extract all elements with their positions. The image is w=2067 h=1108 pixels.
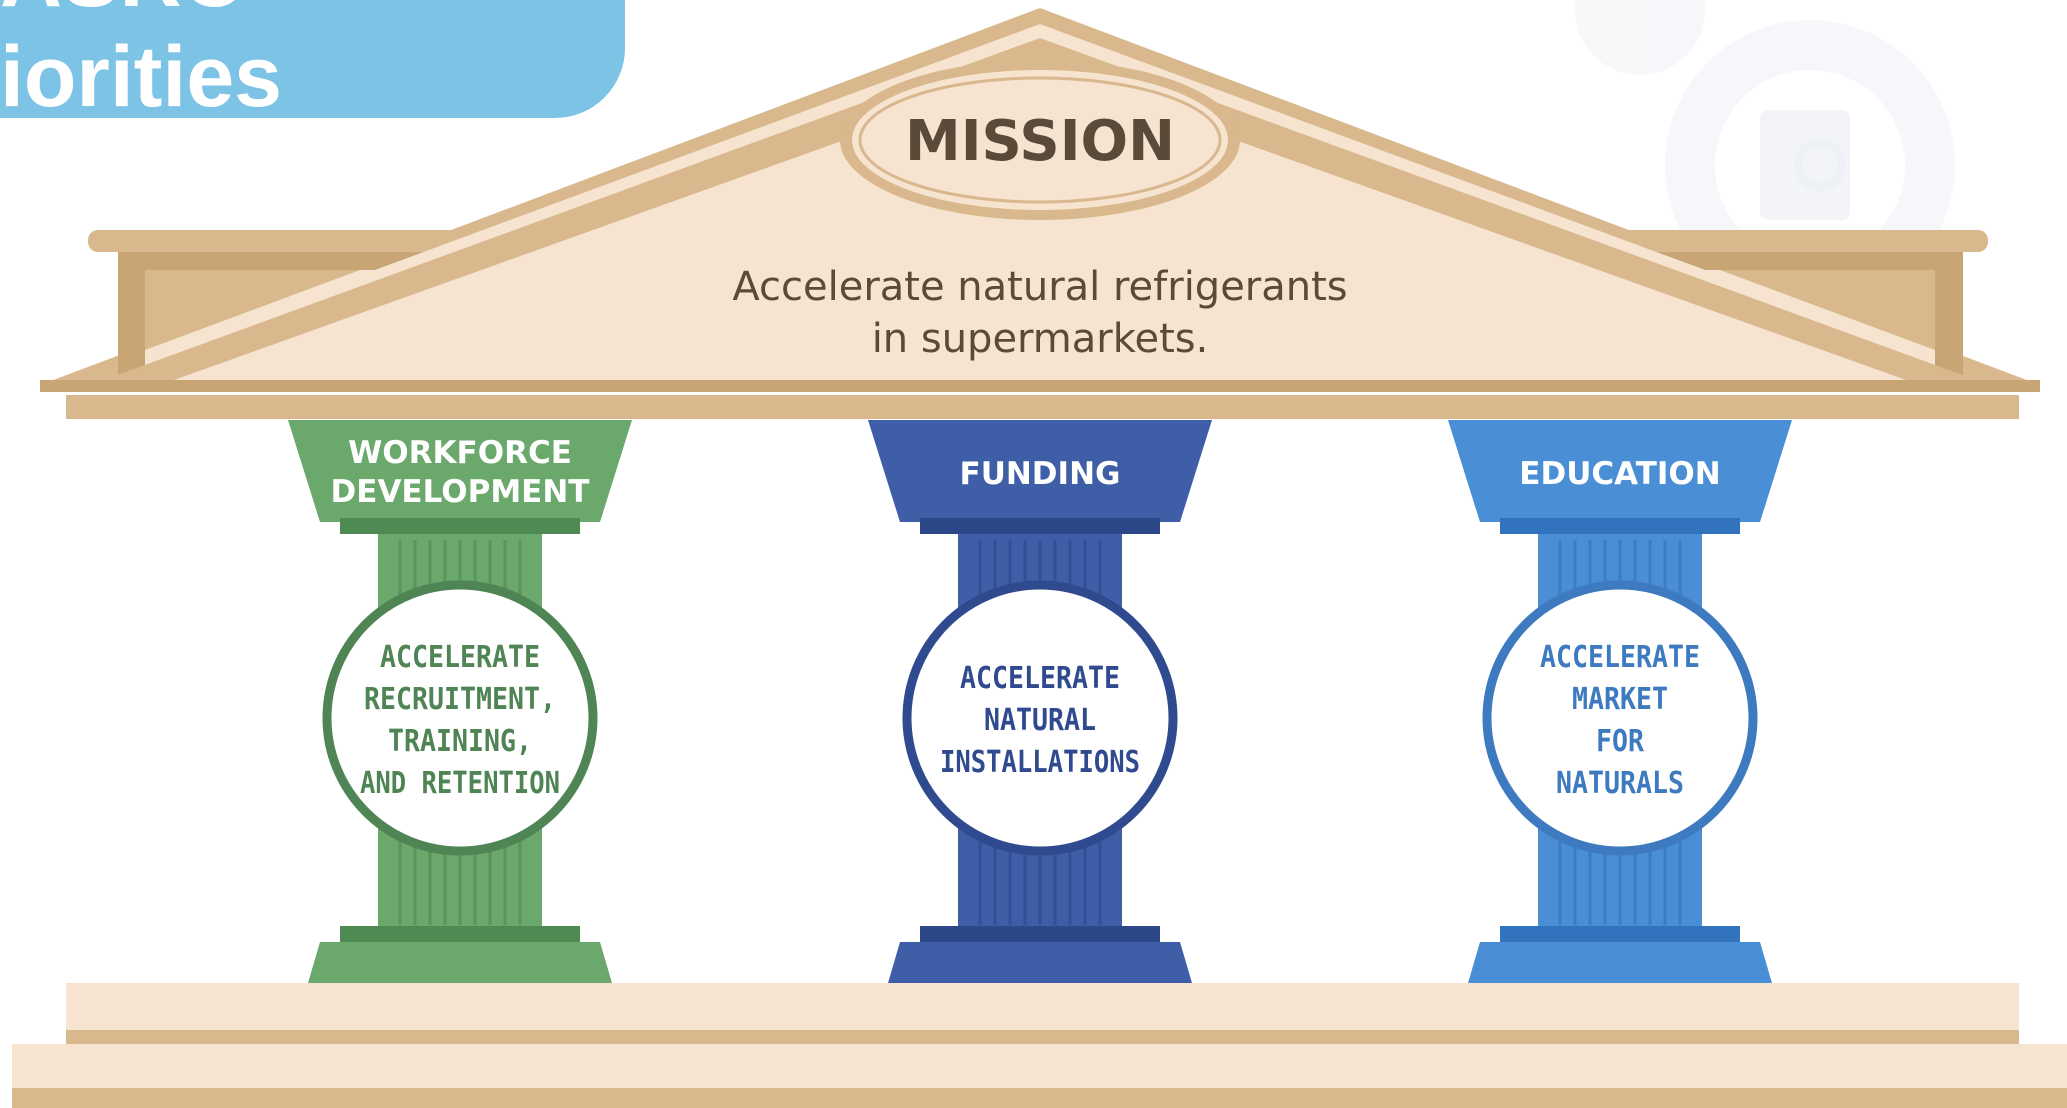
- pillar-heading: DEVELOPMENT: [331, 474, 590, 510]
- pillar-3: EDUCATION ACCELERATE MARKET FOR NATURALS: [1448, 420, 1792, 983]
- pillar-heading: FUNDING: [960, 456, 1121, 492]
- pillar-body-text: INSTALLATIONS: [940, 745, 1140, 780]
- title-banner: ASRC iorities: [0, 0, 625, 118]
- pillar-body-text: RECRUITMENT,: [364, 682, 556, 717]
- pillar-2: FUNDING ACCELERATE NATURAL INSTALLATIONS: [868, 420, 1212, 983]
- pillar-base: [1468, 942, 1772, 983]
- pillar-base-band: [920, 926, 1160, 942]
- pillar-base: [308, 942, 612, 983]
- title-line-2: iorities: [0, 29, 282, 118]
- pillar-body-text: ACCELERATE: [380, 640, 540, 675]
- pillar-body-text: TRAINING,: [388, 724, 532, 759]
- pillar-capital-band: [340, 518, 580, 534]
- pillar-base-band: [340, 926, 580, 942]
- title-line-1: ASRC: [0, 0, 244, 20]
- pillar-body-text: ACCELERATE: [1540, 640, 1700, 675]
- pillar-base: [888, 942, 1192, 983]
- temple-base: [12, 983, 2067, 1108]
- pillar-body-text: AND RETENTION: [360, 766, 560, 801]
- pillar-capital: [288, 420, 632, 522]
- pillar-medallion: [902, 580, 1178, 856]
- pillar-capital-band: [1500, 518, 1740, 534]
- pillar-medallion: [1482, 580, 1758, 856]
- pillar-body-text: ACCELERATE: [960, 661, 1120, 696]
- pillar-capital-band: [920, 518, 1160, 534]
- pillar-heading: EDUCATION: [1519, 456, 1720, 492]
- mission-text-line-1: Accelerate natural refrigerants: [732, 264, 1347, 310]
- pillar-body-text: NATURALS: [1556, 766, 1684, 801]
- pillar-capital: [1448, 420, 1792, 522]
- pillar-body-text: MARKET: [1572, 682, 1668, 717]
- pillar-body-text: FOR: [1596, 724, 1645, 759]
- pillar-capital: [868, 420, 1212, 522]
- mission-badge: MISSION: [840, 60, 1240, 220]
- pillar-heading: WORKFORCE: [348, 435, 572, 471]
- pillar-body-text: NATURAL: [984, 703, 1096, 738]
- mission-label: MISSION: [905, 109, 1175, 174]
- pillar-base-band: [1500, 926, 1740, 942]
- mission-text-line-2: in supermarkets.: [872, 316, 1209, 362]
- pillar-medallion: [322, 580, 598, 856]
